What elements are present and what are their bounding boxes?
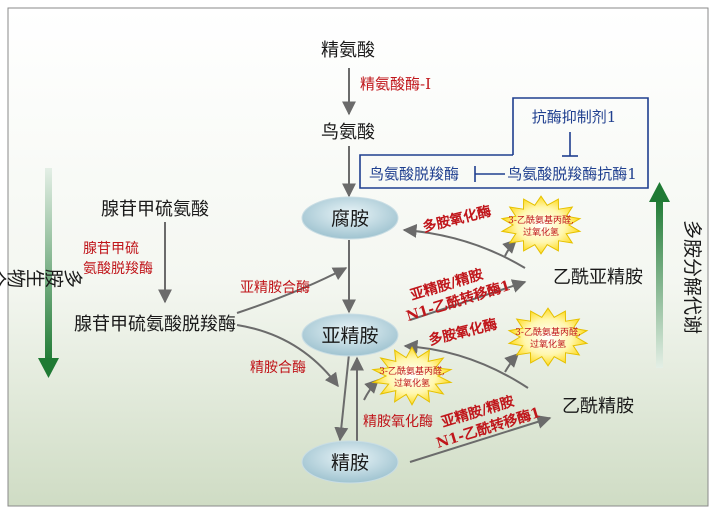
catabolism-direction-arrow <box>649 182 670 368</box>
antizyme-label: 鸟氨酸脱羧酶抗酶1 <box>507 165 637 183</box>
acetyl-spermidine-label: 乙酰亚精胺 <box>553 267 643 288</box>
arrow-spermidine-spermine <box>334 353 350 442</box>
smo-label: 精胺氧化酶 <box>363 414 433 430</box>
arginine-label: 精氨酸 <box>321 40 375 61</box>
synthesis-direction-arrow <box>38 168 59 378</box>
arrow-dcsam-spermine-synthase <box>236 324 339 388</box>
putrescine-label: 腐胺 <box>331 208 369 230</box>
node-putrescine: 腐胺 <box>301 196 399 240</box>
spermine-synthase-label: 精胺合酶 <box>250 360 306 376</box>
arrow-spermine-acetylspermine <box>409 415 552 463</box>
node-spermidine: 亚精胺 <box>301 313 399 357</box>
burst-smo-line1: 3-乙酰氨基丙醛, <box>379 365 445 377</box>
arrow-dcsam-spermidine-synthase <box>236 267 348 314</box>
byproduct-burst-upper: 3-乙酰氨基丙醛, 过氧化氢 <box>500 195 582 255</box>
catabolism-label: 多胺分解代谢 <box>681 220 703 334</box>
sam-label: 腺苷甲硫氨酸 <box>101 199 209 220</box>
spermidine-label: 亚精胺 <box>321 325 378 347</box>
arginase-label: 精氨酸酶-I <box>360 75 431 93</box>
odc-label: 鸟氨酸脱羧酶 <box>369 165 459 183</box>
acetyl-spermine-label: 乙酰精胺 <box>562 396 634 417</box>
dcsam-label: 腺苷甲硫氨酸脱羧酶 <box>74 314 236 335</box>
pathway-arrows <box>158 68 552 463</box>
byproduct-burst-smo: 3-乙酰氨基丙醛, 过氧化氢 <box>371 346 453 406</box>
spermidine-synthase-label: 亚精胺合酶 <box>240 280 310 296</box>
burst-upper-line2: 过氧化氢 <box>523 226 559 238</box>
burst-smo-line2: 过氧化氢 <box>394 377 430 389</box>
ornithine-label: 鸟氨酸 <box>321 122 375 143</box>
arrow-spermidine-acetylspermidine <box>409 279 527 321</box>
antizyme-inhibitor-label: 抗酶抑制剂1 <box>532 108 617 126</box>
arrow-acetylspermine-spermidine <box>403 339 529 389</box>
regulation-box <box>359 97 649 189</box>
byproduct-burst-lower-right: 3-乙酰氨基丙醛, 过氧化氢 <box>507 307 589 367</box>
samdc-label-line2: 氨酸脱羧酶 <box>83 261 153 277</box>
synthesis-label: 多胺生物合成 <box>0 266 83 288</box>
arrow-acetylspermidine-putrescine <box>402 223 526 269</box>
burst-lower-right-line2: 过氧化氢 <box>530 338 566 350</box>
burst-upper-line1: 3-乙酰氨基丙醛, <box>508 214 574 226</box>
node-spermine: 精胺 <box>301 440 399 484</box>
spermine-label: 精胺 <box>331 452 369 474</box>
burst-lower-right-line1: 3-乙酰氨基丙醛, <box>515 326 581 338</box>
samdc-label-line1: 腺苷甲硫 <box>83 241 139 257</box>
